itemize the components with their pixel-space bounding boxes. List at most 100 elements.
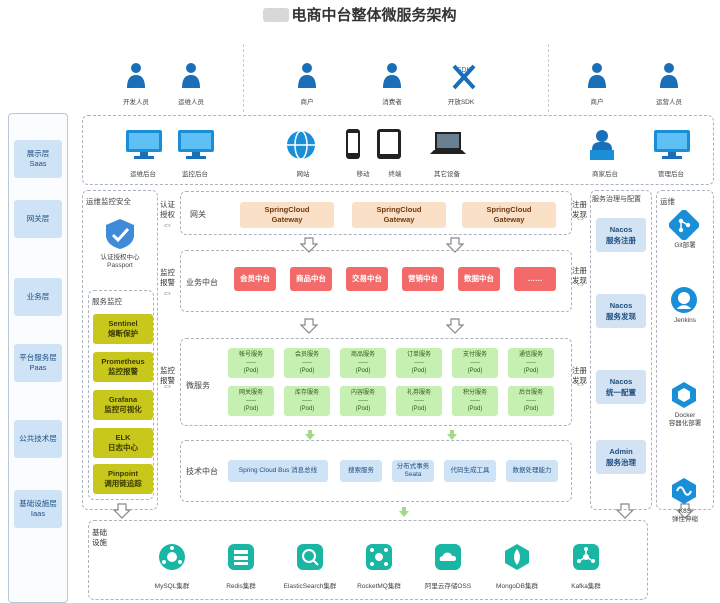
bidirectional-arrow-icon: ⇔ — [162, 380, 173, 392]
business-item: 营销中台 — [402, 267, 444, 291]
nacos-config: Nacos 统一配置 — [596, 370, 646, 404]
monitor-sentinel: Sentinel 熔断保护 — [93, 314, 153, 344]
service-item: 通信服务 ----- (Pod) — [508, 348, 554, 378]
admin-governance: Admin 服务治理 — [596, 440, 646, 474]
person-icon — [125, 62, 147, 93]
client-label: 网站 — [296, 171, 310, 178]
ops-label: Docker 容器化部署 — [668, 412, 702, 427]
service-item: 支付服务 ----- (Pod) — [452, 348, 498, 378]
person-icon — [586, 62, 608, 93]
gateway-label: 网关 — [190, 210, 206, 219]
oss-icon — [433, 542, 463, 572]
register-discovery-label-1: 注册 发现 — [572, 200, 587, 219]
service-item: 礼券服务 ----- (Pod) — [396, 386, 442, 416]
bidirectional-arrow-icon: ⇔ — [575, 278, 586, 290]
passport-icon — [106, 219, 134, 249]
monitor-alarm-label-1: 监控 报警 — [160, 268, 175, 287]
down-arrow-icon — [615, 503, 635, 524]
monitoring-title: 服务监控 — [92, 297, 122, 306]
laptop-icon — [428, 128, 468, 165]
redacted-logo — [263, 8, 290, 22]
kafka-icon — [571, 542, 601, 572]
down-arrow-icon — [675, 503, 695, 524]
person-icon — [381, 62, 403, 93]
elasticsearch-icon — [295, 542, 325, 572]
tech-item: 数据处理能力 — [506, 460, 558, 482]
service-item: 网关服务 ----- (Pod) — [228, 386, 274, 416]
docker-icon — [669, 380, 699, 410]
actor-label: 开发人员 — [123, 99, 149, 106]
register-discovery-label-3: 注册 发现 — [572, 366, 587, 385]
down-arrow-icon — [445, 237, 465, 258]
mongodb-icon — [502, 542, 532, 572]
infra-label: MySQL集群 — [154, 583, 190, 590]
ops-label: Jenkins — [673, 317, 697, 324]
layer-gateway: 网关层 — [14, 200, 62, 238]
infra-label: MongoDB集群 — [496, 583, 538, 590]
monitor-alarm-label-2: 监控 报警 — [160, 366, 175, 385]
mysql-icon — [157, 542, 187, 572]
passport-label: 认证授权中心 Passport — [100, 254, 140, 269]
service-item: 帐号服务 ----- (Pod) — [228, 348, 274, 378]
bidirectional-arrow-icon: ⇔ — [575, 378, 586, 390]
down-arrow-icon — [304, 428, 316, 446]
jenkins-icon — [669, 285, 699, 315]
actor-label: 消费者 — [382, 99, 402, 106]
separator — [243, 44, 244, 112]
service-item: 会员服务 ----- (Pod) — [284, 348, 330, 378]
down-arrow-icon — [299, 237, 319, 258]
service-item: 订单服务 ----- (Pod) — [396, 348, 442, 378]
gateway-box — [180, 191, 572, 235]
admin-icon — [586, 128, 618, 167]
services-label: 微服务 — [186, 381, 210, 390]
infra-label: Kafka集群 — [571, 583, 601, 590]
tech-box — [180, 440, 572, 502]
client-label: 监控后台 — [182, 171, 208, 178]
bidirectional-arrow-icon: ⇔ — [162, 287, 173, 299]
governance-title: 服务治理与配置 — [592, 196, 641, 203]
down-arrow-icon — [299, 318, 319, 339]
redis-icon — [226, 542, 256, 572]
layer-paas: 平台服务层 Paas — [14, 344, 62, 382]
client-label: 其它设备 — [434, 171, 460, 178]
monitor-elk: ELK 日志中心 — [93, 428, 153, 458]
layer-iaas: 基础设施层 Iaas — [14, 490, 62, 528]
business-item: 商品中台 — [290, 267, 332, 291]
down-arrow-icon — [398, 505, 410, 523]
k8s-icon — [669, 476, 699, 506]
actor-label: 商户 — [300, 99, 314, 106]
tech-label: 技术中台 — [186, 467, 218, 476]
bidirectional-arrow-icon: ⇔ — [162, 219, 173, 231]
business-box — [180, 250, 572, 312]
layer-common-tech: 公共技术层 — [14, 420, 62, 458]
page-title: 电商中台整体微服务架构 — [0, 4, 720, 25]
down-arrow-icon — [445, 318, 465, 339]
down-arrow-icon — [112, 503, 132, 524]
actor-label: 运营人员 — [656, 99, 682, 106]
tech-item: 分布式事务 Seata — [392, 460, 434, 482]
business-item: 交易中台 — [346, 267, 388, 291]
business-item: 会员中台 — [234, 267, 276, 291]
infra-label: ElasticSearch集群 — [283, 583, 337, 590]
monitor-pinpoint: Pinpoint 调用链追踪 — [93, 464, 153, 494]
actor-label: 开放SDK — [447, 99, 475, 106]
register-discovery-label-2: 注册 发现 — [572, 266, 587, 285]
gateway-item: SpringCloud Gateway — [240, 202, 334, 228]
client-label: 终端 — [388, 171, 402, 178]
ops-title: 运维 — [660, 197, 675, 206]
git-icon — [668, 209, 700, 241]
client-label: 商家后台 — [592, 171, 618, 178]
service-item: 商品服务 ----- (Pod) — [340, 348, 386, 378]
client-label: 管理后台 — [658, 171, 684, 178]
monitor-icon — [124, 128, 164, 165]
infra-label: Redis集群 — [226, 583, 256, 590]
sdk-tools-icon: SDK — [450, 62, 478, 97]
monitor-icon — [652, 128, 692, 165]
bidirectional-arrow-icon: ⇔ — [575, 212, 586, 224]
governance-column — [590, 190, 652, 510]
client-layer-box — [82, 115, 714, 185]
layer-business: 业务层 — [14, 278, 62, 316]
gateway-item: SpringCloud Gateway — [462, 202, 556, 228]
monitor-prometheus: Prometheus 监控报警 — [93, 352, 153, 382]
infra-label: RocketMQ集群 — [357, 583, 401, 590]
